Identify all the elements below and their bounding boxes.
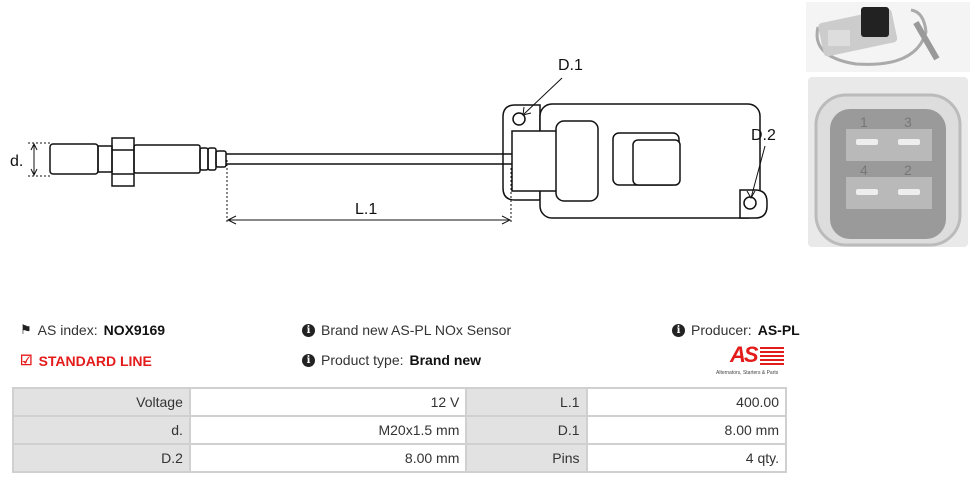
specs-table: Voltage 12 V L.1 400.00 d. M20x1.5 mm D.… — [12, 387, 787, 473]
as-pl-logo: AS Alternators, Starters & Parts — [712, 342, 792, 378]
product-type: i Product type: Brand new — [302, 352, 481, 368]
producer-label: Producer: — [691, 322, 752, 338]
product-type-value: Brand new — [409, 352, 482, 368]
spec-label: Pins — [465, 443, 588, 473]
spec-value: 400.00 — [585, 387, 787, 417]
d1-leader — [523, 77, 563, 115]
d-label: d. — [10, 153, 23, 170]
pin-number: 3 — [904, 114, 912, 130]
spec-label: D.1 — [465, 415, 588, 445]
mounting-ear-d1 — [502, 104, 541, 201]
table-row: D.2 8.00 mm Pins 4 qty. — [12, 443, 787, 473]
spec-value: 8.00 mm — [585, 415, 787, 445]
d1-label: D.1 — [558, 57, 583, 74]
hex-nut — [111, 137, 135, 187]
spec-value: M20x1.5 mm — [188, 415, 468, 445]
standard-line-badge: ☑ STANDARD LINE — [20, 352, 152, 369]
product-photo[interactable] — [806, 2, 970, 72]
as-index-label: AS index: — [37, 322, 98, 338]
d2-leader — [750, 145, 766, 199]
d2-label: D.2 — [751, 127, 776, 144]
info-icon: i — [302, 353, 315, 367]
l1-label: L.1 — [355, 201, 377, 218]
producer-value: AS-PL — [757, 322, 800, 338]
connector — [511, 130, 561, 192]
as-index-value: NOX9169 — [103, 322, 166, 338]
spec-label: d. — [12, 415, 191, 445]
spec-value: 8.00 mm — [188, 443, 468, 473]
as-index: ⚑ AS index: NOX9169 — [20, 322, 165, 338]
logo-tagline: Alternators, Starters & Parts — [716, 370, 779, 376]
spec-value: 4 qty. — [585, 443, 787, 473]
spec-label: D.2 — [12, 443, 191, 473]
description: i Brand new AS-PL NOx Sensor — [302, 322, 511, 338]
producer: i Producer: AS-PL — [672, 322, 800, 338]
logo-mark: AS — [730, 342, 759, 367]
product-type-label: Product type: — [321, 352, 404, 368]
checkbox-icon: ☑ — [20, 352, 33, 368]
tag-icon: ⚑ — [20, 322, 32, 337]
table-row: d. M20x1.5 mm D.1 8.00 mm — [12, 415, 787, 445]
sensor-tip — [49, 143, 99, 175]
spec-value: 12 V — [188, 387, 468, 417]
pin-number: 4 — [860, 162, 868, 178]
table-row: Voltage 12 V L.1 400.00 — [12, 387, 787, 417]
standard-line-text: STANDARD LINE — [38, 352, 152, 369]
spec-label: L.1 — [465, 387, 588, 417]
spec-label: Voltage — [12, 387, 191, 417]
description-text: Brand new AS-PL NOx Sensor — [321, 322, 512, 338]
info-icon: i — [672, 323, 685, 337]
pin-number: 2 — [904, 162, 912, 178]
info-icon: i — [302, 323, 315, 337]
pin-number: 1 — [860, 114, 868, 130]
sensor-dimension-diagram: d. L.1 D.1 D.2 — [10, 57, 776, 225]
connector-photo[interactable]: 1 3 4 2 — [808, 77, 968, 247]
